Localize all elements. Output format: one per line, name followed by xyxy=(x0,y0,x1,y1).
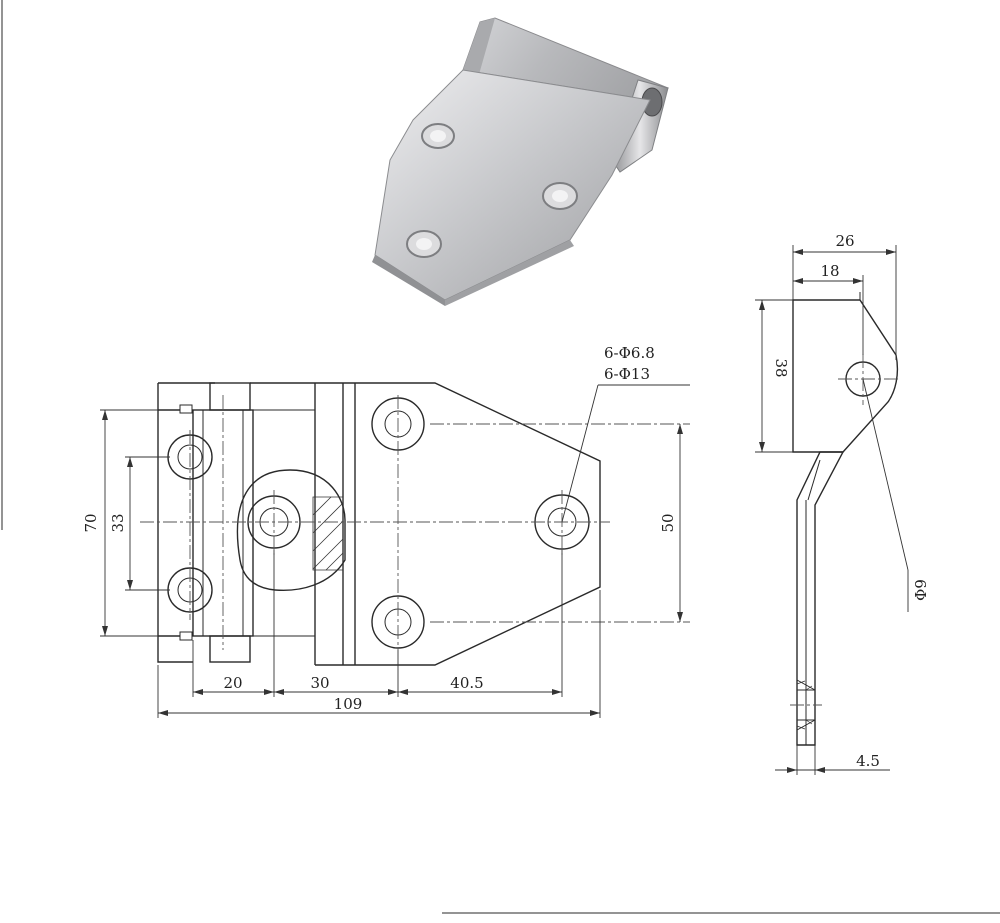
dim-18-arrow-right xyxy=(853,278,863,284)
front-teardrop-cutout xyxy=(236,469,346,592)
product-photo xyxy=(372,17,670,306)
dim-33-arrow-top xyxy=(127,457,133,467)
side-leaf-outline xyxy=(796,451,845,746)
dim-109-arrow-left xyxy=(158,710,168,716)
front-view xyxy=(140,382,690,666)
dim-18-label: 18 xyxy=(820,262,839,280)
dim-30-label: 30 xyxy=(310,674,329,692)
dim-33-arrow-bottom xyxy=(127,580,133,590)
dim-pin-leader xyxy=(862,378,909,571)
dim-38-label: 38 xyxy=(772,358,790,377)
hole-spec-2: 6-Φ13 xyxy=(604,365,650,383)
dim-4-5-arrow-right xyxy=(815,767,825,773)
dim-38-arrow-top xyxy=(759,300,765,310)
hinge-plate-edge-right xyxy=(445,240,574,306)
dim-70-arrow-bottom xyxy=(102,626,108,636)
side-dimensions: 26 18 38 6Φ 4.5 xyxy=(755,232,929,775)
front-knuckle-top-cap xyxy=(209,382,251,411)
dim-4-5-label: 4.5 xyxy=(856,752,880,770)
dim-50-arrow-bottom xyxy=(677,612,683,622)
dim-20-arrow-right xyxy=(264,689,274,695)
hinge-plate-edge xyxy=(372,255,445,306)
photo-hole-top-bore xyxy=(430,130,446,142)
photo-hole-right-bore xyxy=(552,190,568,202)
dim-33-label: 33 xyxy=(109,513,127,532)
dim-50-arrow-top xyxy=(677,424,683,434)
front-hatch-box xyxy=(312,496,344,571)
dim-70-label: 70 xyxy=(82,513,100,532)
dim-26-label: 26 xyxy=(835,232,854,250)
front-left-edge xyxy=(157,383,193,663)
hole-callout-leader xyxy=(561,384,599,523)
hinge-top-leaf-edge xyxy=(463,18,495,78)
dim-40-5-arrow-left xyxy=(398,689,408,695)
front-hole-left-top-inner xyxy=(177,444,203,470)
dim-40-5-label: 40.5 xyxy=(450,674,483,692)
side-knuckle-outline xyxy=(792,299,899,453)
front-leaf-notch-bottom xyxy=(179,631,193,641)
dim-70-arrow-top xyxy=(102,410,108,420)
dim-20-arrow-left xyxy=(193,689,203,695)
front-dimensions: 70 33 50 20 30 40.5 109 xyxy=(82,344,690,718)
dim-4-5-arrow-left xyxy=(787,767,797,773)
side-leaf-bend-line xyxy=(807,459,821,501)
dim-109-label: 109 xyxy=(334,695,363,713)
front-hatch-lines xyxy=(312,496,344,571)
photo-hole-bottom-bore xyxy=(416,238,432,250)
hinge-main-plate xyxy=(374,69,651,301)
dim-26-arrow-left xyxy=(793,249,803,255)
side-view xyxy=(790,292,900,746)
dim-30-arrow-left xyxy=(274,689,284,695)
dim-50-label: 50 xyxy=(659,513,677,532)
dim-18-arrow-left xyxy=(793,278,803,284)
front-knuckle-bottom-cap xyxy=(209,635,251,663)
dim-20-label: 20 xyxy=(223,674,242,692)
dim-109-arrow-right xyxy=(590,710,600,716)
hole-spec-1: 6-Φ6.8 xyxy=(604,344,655,362)
front-main-plate-outline xyxy=(315,382,601,666)
dim-40-5-arrow-right xyxy=(552,689,562,695)
side-countersink-hatch xyxy=(796,680,813,730)
dim-26-arrow-right xyxy=(886,249,896,255)
dim-38-arrow-bottom xyxy=(759,442,765,452)
dim-pin-label: 6Φ xyxy=(911,579,929,601)
front-leaf-notch-top xyxy=(179,404,193,414)
dim-30-arrow-right xyxy=(388,689,398,695)
